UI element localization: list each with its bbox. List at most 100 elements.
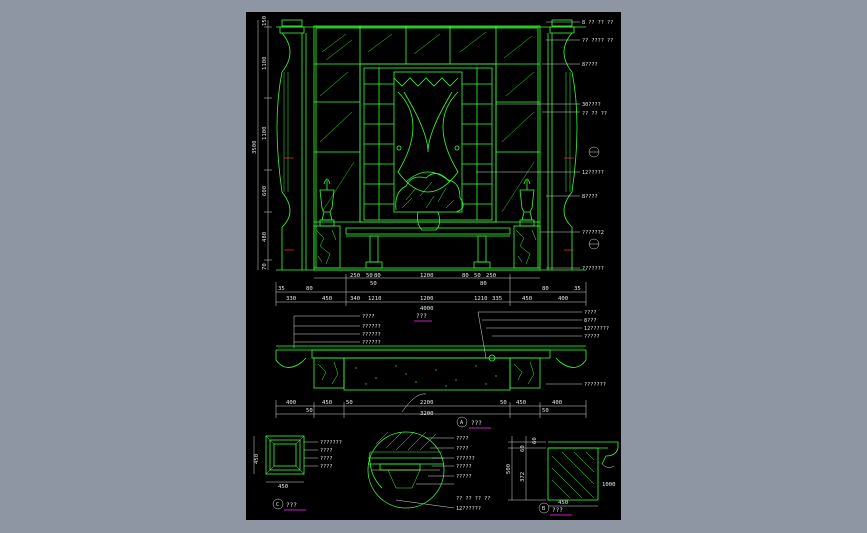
elev-callout-2: ?? ???? ?? [582,38,613,44]
central-window [359,63,497,223]
detail-a-callout-1: ???? [456,436,469,442]
dim-top-6: 50 [474,273,481,279]
detail-a: ???? ???? ?????? ????? ????? ?? ?? ?? ??… [367,416,491,512]
detail-c-callout-2: ???? [320,448,333,454]
right-column [547,19,578,270]
elevation-view: 150 1100 1100 600 480 70 3500 [252,16,613,312]
cad-drawing: 150 1100 1100 600 480 70 3500 [252,16,619,516]
elev-callout-4: 30???? [582,102,601,108]
elev-callout-1: 8 ?? ?? ?? [582,20,613,26]
right-pedestal [513,178,541,269]
detail-a-marker: A [460,420,464,426]
plan-dots [355,365,497,387]
detail-c-dim-h: 450 [278,484,288,490]
dim-row2-10: 450 [522,296,532,302]
elev-callout-7: 8???? [582,194,598,200]
dim-top-1: 250 [350,273,360,279]
dim-total: 4000 [420,306,433,312]
plant-arrangement [395,173,464,231]
detail-b-marker: B [542,506,545,512]
detail-b-dim-side: 1000 [602,482,615,488]
left-dimensions: 150 1100 1100 600 480 70 3500 [252,16,272,270]
dim-row2-7: 1200 [420,296,433,302]
plan-dim-a-4: 2200 [420,400,433,406]
plan-callout-right-1: ???? [584,310,597,316]
plan-callout-right-4: ????? [584,334,600,340]
dim-row2-12: 400 [558,296,568,302]
dim-row2-9: 335 [492,296,502,302]
elev-callout-5: ?? ?? ?? [582,111,607,117]
dim-row2-11: 80 [542,286,549,292]
detail-a-callout-3: ?????? [456,456,475,462]
plan-dim-a-5: 50 [500,400,507,406]
elevation-callouts: 8 ?? ?? ?? ?? ???? ?? 8???? 30???? ?? ??… [476,20,613,272]
dim-row2-6: 1210 [368,296,381,302]
left-column [276,19,307,270]
dim-left-5: 480 [262,232,268,242]
elev-callout-8: ??????2 [582,230,604,236]
plan-dim-a-6: 450 [516,400,526,406]
plan-dim-a-1: 400 [286,400,296,406]
elevation-bottom-dimensions: 250 50 80 1200 80 50 250 50 80 35 330 80… [275,273,587,312]
dim-left-total: 3500 [252,141,258,154]
dim-row2-13: 35 [574,286,581,292]
elev-callout-6: 12????? [582,170,604,176]
detail-b-title: ??? [552,507,563,514]
detail-c-callout-1: ??????? [320,440,342,446]
detail-a-callout-2: ???? [456,446,469,452]
detail-c-marker: C [276,502,279,508]
dim-row2-5: 340 [350,296,360,302]
detail-c-callout-3: ???? [320,456,333,462]
plan-callout-right-5: ??????? [584,382,606,388]
detail-b: 60 60 372 500 450 1000 B ??? [506,436,619,516]
dim-top-7: 250 [486,273,496,279]
detail-c: 450 450 ??????? ???? ???? ???? C ??? [253,435,342,511]
detail-a-callout-7: 12?????? [456,506,481,512]
plan-callout-right-2: 8??? [584,318,597,324]
dim-left-1: 150 [262,16,268,26]
plan-dim-b-3: 50 [542,408,549,414]
dim-top-4: 1200 [420,273,433,279]
detail-b-dim-2: 60 [520,445,526,452]
elev-callout-9: ??????? [582,266,604,272]
plan-dim-b-2: 3200 [420,411,433,417]
dim-mid-1: 50 [370,281,377,287]
dim-left-3: 1100 [262,127,268,140]
detail-a-callout-4: ????? [456,464,472,470]
dim-row2-1: 35 [278,286,285,292]
detail-b-dim-h: 450 [558,500,568,506]
detail-b-dim-4: 500 [506,464,512,474]
plan-callout-left-3: ?????? [362,332,381,338]
plan-callout-left-4: ?????? [362,340,381,346]
drawing-sheet: 150 1100 1100 600 480 70 3500 [246,12,621,520]
detail-a-callout-5: ????? [456,474,472,480]
detail-c-title: ??? [286,502,297,509]
dim-left-2: 1100 [262,57,268,70]
detail-c-callout-4: ???? [320,464,333,470]
left-pedestal [313,178,341,269]
dim-left-6: 70 [262,263,268,270]
dim-top-5: 80 [462,273,469,279]
wall-panels [313,25,541,271]
plan-callout-left-2: ?????? [362,324,381,330]
plan-dim-a-3: 50 [346,400,353,406]
dim-mid-2: 80 [480,281,487,287]
dim-row2-3: 80 [306,286,313,292]
plan-dim-a-7: 400 [552,400,562,406]
detail-b-dim-3: 372 [520,472,526,482]
plan-view: ???? ?????? ?????? ?????? ??? ???? 8??? … [275,310,609,418]
dim-row2-4: 450 [322,296,332,302]
console-table [345,227,511,269]
plan-dim-b-1: 50 [306,408,313,414]
detail-c-dim-v: 450 [254,454,260,464]
detail-a-title: ??? [471,420,482,427]
plan-callout-right-3: 12?????? [584,326,609,332]
plan-title: ??? [416,313,427,320]
dim-left-4: 600 [262,186,268,196]
dim-row2-2: 330 [286,296,296,302]
dim-top-3: 80 [374,273,381,279]
dim-top-2: 50 [366,273,373,279]
dim-row2-8: 1210 [474,296,487,302]
plan-dim-a-2: 450 [322,400,332,406]
detail-b-dim-1: 60 [532,437,538,444]
